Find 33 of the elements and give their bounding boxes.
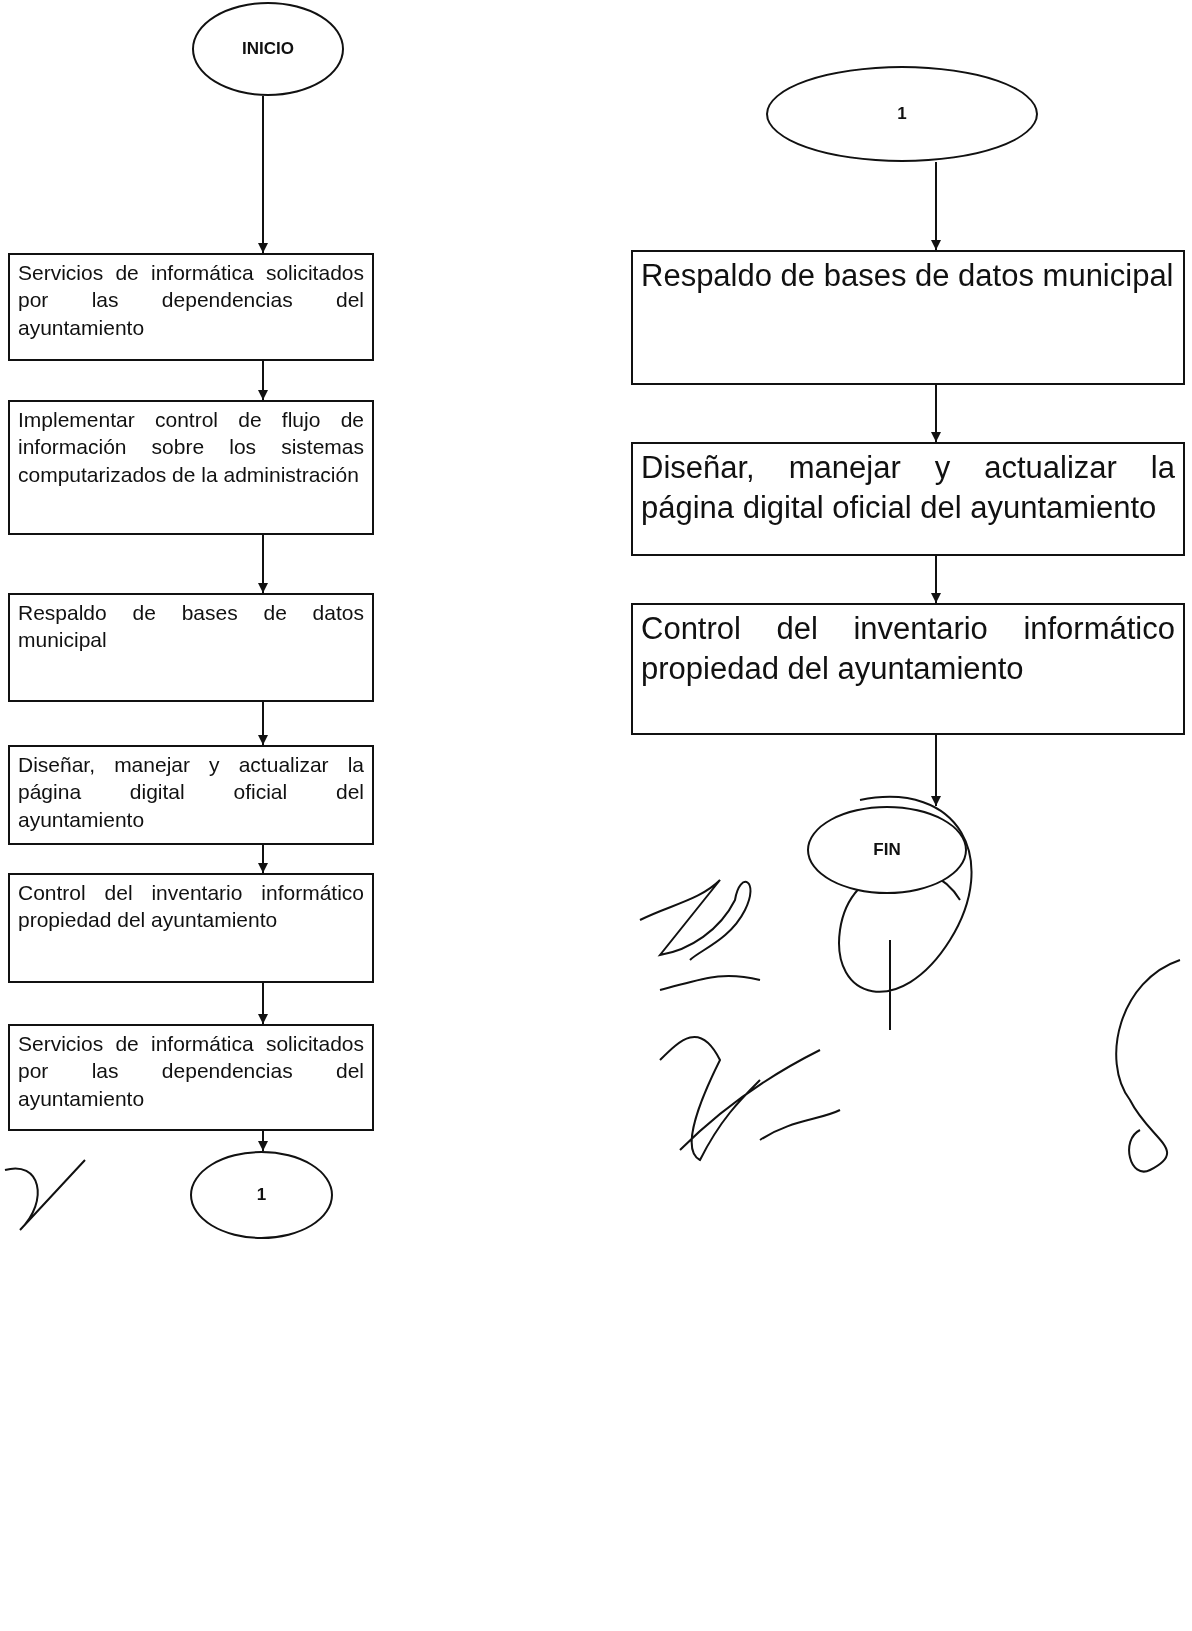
arrow: [931, 734, 941, 807]
arrow: [258, 701, 268, 746]
node-text: Control del inventario informático propiedad del ayuntamiento: [641, 611, 1175, 687]
arrow: [258, 844, 268, 874]
arrow: [258, 982, 268, 1025]
process-box: [8, 1024, 374, 1131]
node-text: INICIO: [242, 39, 294, 59]
process-box: [8, 400, 374, 535]
node-text: Servicios de informática solicitados por las dependencias del ayuntamiento: [18, 1032, 364, 1110]
arrow: [931, 555, 941, 604]
process-box: [631, 250, 1185, 385]
arrow: [258, 360, 268, 401]
node-text: Control del inventario informático propiedad del ayuntamiento: [18, 881, 364, 932]
process-box: [8, 253, 374, 361]
node-text: Respaldo de bases de datos municipal: [641, 258, 1174, 293]
arrow: [931, 161, 941, 251]
node-text: Respaldo de bases de datos municipal: [18, 601, 364, 652]
process-box: [631, 442, 1185, 556]
arrow: [258, 534, 268, 594]
arrow: [258, 1130, 268, 1152]
process-box: [8, 745, 374, 845]
process-box: [8, 873, 374, 983]
node-text: FIN: [873, 840, 901, 860]
node-text: 1: [256, 1185, 267, 1205]
node-text: 1: [897, 104, 907, 124]
arrow: [258, 95, 268, 254]
arrow: [931, 384, 941, 443]
node-text: Diseñar, manejar y actualizar la página digital oficial del ayuntamiento: [18, 753, 364, 831]
node-text: Implementar control de flujo de información sobre los sistemas computarizados de la administración: [18, 408, 364, 486]
process-box: [8, 593, 374, 702]
process-box: [631, 603, 1185, 735]
node-text: Diseñar, manejar y actualizar la página digital oficial del ayuntamiento: [641, 450, 1175, 526]
node-text: Servicios de informática solicitados por las dependencias del ayuntamiento: [18, 261, 364, 339]
